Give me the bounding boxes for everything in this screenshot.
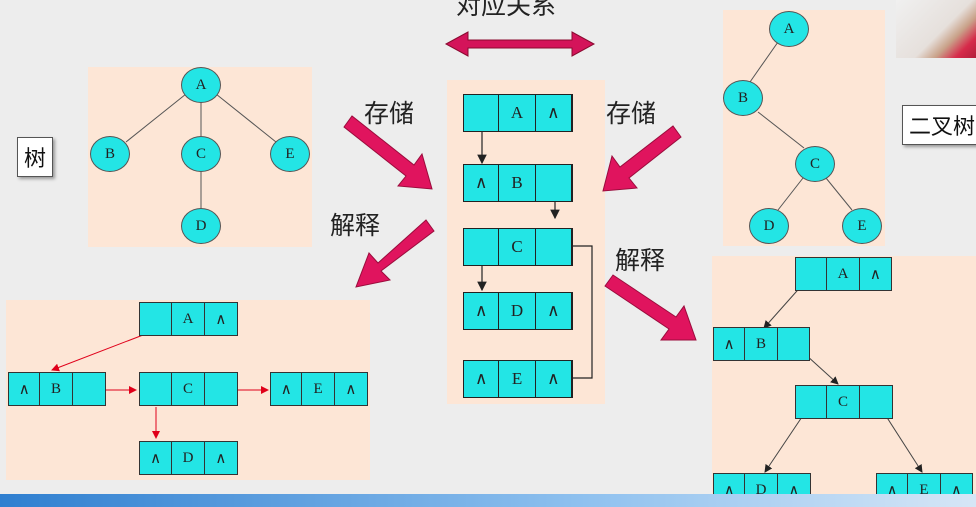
store-label-left: 存储 [364, 100, 415, 128]
child-pointer: ∧ [464, 293, 500, 329]
sibling-pointer: ∧ [535, 95, 572, 131]
binary-tree-label: 二叉树 [902, 105, 976, 145]
data-cell: E [302, 373, 335, 405]
interpret-label-left: 解释 [330, 212, 381, 240]
btree-node-d: D [749, 208, 789, 244]
right-pointers [763, 273, 923, 473]
sibling-pointer: ∧ [535, 361, 572, 397]
child-pointer: ∧ [464, 165, 500, 201]
child-pointer: ∧ [140, 442, 173, 474]
left-record-b: ∧ B [8, 372, 106, 406]
interpret-label-right: 解释 [615, 247, 666, 275]
double-arrow [444, 31, 596, 57]
left-record-a: A ∧ [139, 302, 238, 336]
left-pointers [51, 329, 269, 439]
data-cell: D [499, 293, 536, 329]
sibling-pointer [535, 229, 572, 265]
sibling-pointer [204, 373, 237, 405]
center-record-a: A ∧ [463, 94, 573, 132]
left-child-pointer [796, 258, 828, 290]
center-record-e: ∧ E ∧ [463, 360, 573, 398]
data-cell: A [172, 303, 205, 335]
btree-node-e: E [842, 208, 882, 244]
child-pointer: ∧ [271, 373, 303, 405]
left-record-e: ∧ E ∧ [270, 372, 368, 406]
binary-tree-edges [749, 41, 853, 211]
data-cell: B [499, 165, 536, 201]
right-record-b: ∧ B [713, 327, 810, 361]
data-cell: B [745, 328, 778, 360]
presenter-video-thumbnail [896, 0, 976, 58]
arrow-interp-right [604, 274, 697, 341]
center-record-d: ∧ D ∧ [463, 292, 573, 330]
btree-node-c: C [795, 146, 835, 182]
center-record-b: ∧ B [463, 164, 573, 202]
right-child-pointer [859, 386, 892, 418]
sibling-pointer [72, 373, 105, 405]
child-pointer [140, 303, 173, 335]
sibling-pointer: ∧ [535, 293, 572, 329]
left-child-pointer [796, 386, 828, 418]
btree-node-a: A [769, 11, 809, 47]
data-cell: C [827, 386, 860, 418]
sibling-pointer: ∧ [334, 373, 367, 405]
right-record-a: A ∧ [795, 257, 892, 291]
left-record-d: ∧ D ∧ [139, 441, 238, 475]
right-child-pointer [777, 328, 809, 360]
tree-label: 树 [17, 137, 54, 177]
child-pointer [140, 373, 173, 405]
data-cell: C [172, 373, 205, 405]
store-label-right: 存储 [606, 100, 657, 128]
data-cell: C [499, 229, 536, 265]
sibling-pointer: ∧ [204, 303, 237, 335]
center-record-c: C [463, 228, 573, 266]
arrow-store-left [343, 115, 433, 190]
child-pointer [464, 229, 500, 265]
tree-node-a: A [181, 67, 221, 103]
data-cell: E [499, 361, 536, 397]
child-pointer [464, 95, 500, 131]
data-cell: A [499, 95, 536, 131]
sibling-pointer [535, 165, 572, 201]
left-child-pointer: ∧ [714, 328, 746, 360]
tree-node-d: D [181, 208, 221, 244]
btree-node-b: B [723, 80, 763, 116]
tree-node-c: C [181, 136, 221, 172]
data-cell: D [172, 442, 205, 474]
tree-node-b: B [90, 136, 130, 172]
child-pointer: ∧ [9, 373, 41, 405]
arrow-interp-left [355, 219, 435, 288]
right-list-panel [712, 256, 976, 507]
child-pointer: ∧ [464, 361, 500, 397]
arrow-store-right [602, 125, 682, 192]
bottom-bar [0, 494, 976, 507]
data-cell: B [40, 373, 73, 405]
binary-tree-panel [723, 10, 885, 246]
right-child-pointer: ∧ [859, 258, 891, 290]
big-arrows [343, 115, 697, 341]
right-record-c: C [795, 385, 893, 419]
tree-node-e: E [270, 136, 310, 172]
left-record-c: C [139, 372, 238, 406]
correspondence-label: 对应关系 [456, 0, 557, 20]
sibling-pointer: ∧ [204, 442, 237, 474]
tree-edges [125, 93, 277, 210]
data-cell: A [827, 258, 860, 290]
